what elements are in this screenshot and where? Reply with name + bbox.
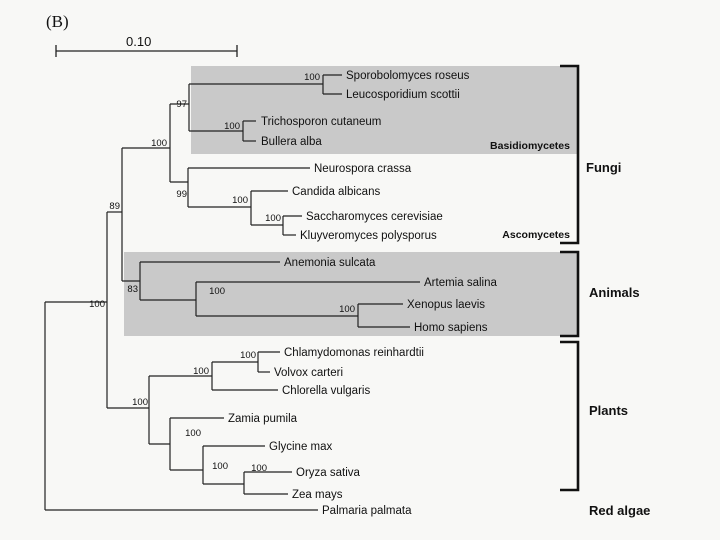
- taxon-label: Chlorella vulgaris: [282, 385, 370, 397]
- taxon-label: Zamia pumila: [228, 413, 298, 425]
- bootstrap-value: 100: [251, 463, 267, 474]
- bootstrap-value: 100: [151, 138, 167, 149]
- scale-label: 0.10: [126, 34, 151, 49]
- taxon-label: Neurospora crassa: [314, 163, 412, 175]
- group-label-red-algae: Red algae: [589, 503, 650, 518]
- taxon-label: Bullera alba: [261, 136, 322, 148]
- basidiomycetes-shade: [191, 66, 578, 154]
- fungi-bracket: [560, 64, 580, 245]
- taxon-label: Volvox carteri: [274, 367, 343, 379]
- bootstrap-value: 100: [193, 366, 209, 377]
- animals-shade: [124, 252, 578, 336]
- taxon-label: Saccharomyces cerevisiae: [306, 211, 443, 223]
- group-label-fungi: Fungi: [586, 160, 621, 175]
- taxon-label: Chlamydomonas reinhardtii: [284, 347, 424, 359]
- taxon-label: Palmaria palmata: [322, 505, 412, 517]
- bootstrap-value: 83: [127, 284, 138, 295]
- bootstrap-value: 100: [240, 350, 256, 361]
- bootstrap-value: 100: [89, 299, 105, 310]
- taxon-label: Sporobolomyces roseus: [346, 70, 470, 82]
- bootstrap-value: 100: [209, 286, 225, 297]
- bootstrap-value: 100: [185, 428, 201, 439]
- taxon-label: Artemia salina: [424, 277, 497, 289]
- bootstrap-value: 100: [232, 195, 248, 206]
- bootstrap-value: 100: [132, 397, 148, 408]
- taxon-label: Zea mays: [292, 489, 343, 501]
- taxon-labels: Sporobolomyces roseus Leucosporidium sco…: [228, 70, 497, 517]
- taxon-label: Trichosporon cutaneum: [261, 116, 381, 128]
- bootstrap-value: 89: [109, 201, 120, 212]
- subgroup-label-ascomycetes: Ascomycetes: [502, 229, 570, 241]
- tree-branches: [44, 74, 420, 511]
- group-label-animals: Animals: [589, 285, 640, 300]
- taxon-label: Kluyveromyces polysporus: [300, 230, 437, 242]
- plants-bracket: [560, 340, 580, 492]
- taxon-label: Candida albicans: [292, 186, 380, 198]
- taxon-label: Anemonia sulcata: [284, 257, 376, 269]
- group-brackets: [560, 64, 580, 492]
- subgroup-label-basidiomycetes: Basidiomycetes: [490, 140, 570, 152]
- taxon-label: Homo sapiens: [414, 322, 488, 334]
- group-labels: Fungi Animals Plants Red algae: [586, 160, 650, 518]
- bootstrap-value: 97: [176, 99, 187, 110]
- bootstrap-value: 100: [224, 121, 240, 132]
- bootstrap-value: 100: [339, 304, 355, 315]
- taxon-label: Glycine max: [269, 441, 333, 453]
- taxon-label: Leucosporidium scottii: [346, 89, 460, 101]
- panel-label: (B): [46, 12, 69, 31]
- scale-bar: [55, 45, 238, 57]
- taxon-label: Xenopus laevis: [407, 299, 485, 311]
- taxon-label: Oryza sativa: [296, 467, 361, 479]
- bootstrap-value: 100: [265, 213, 281, 224]
- bootstrap-value: 100: [212, 461, 228, 472]
- group-label-plants: Plants: [589, 403, 628, 418]
- bootstrap-value: 100: [304, 72, 320, 83]
- bootstrap-values: 100 97 100 100 99 100 100 89 83 100 100 …: [89, 72, 355, 474]
- bootstrap-value: 99: [176, 189, 187, 200]
- animals-bracket: [560, 250, 580, 338]
